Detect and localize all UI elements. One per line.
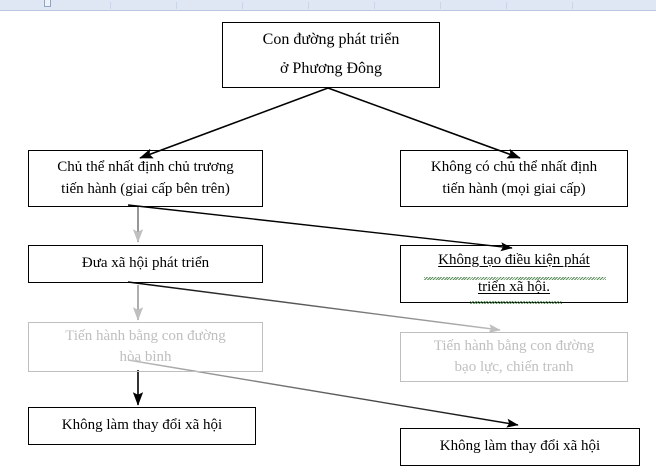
spellcheck-underline	[470, 301, 562, 304]
node-right-2-line-1: Không tạo điều kiện phát	[438, 251, 590, 268]
node-root[interactable]: Con đường phát triển ở Phương Đông	[222, 22, 440, 88]
edge-left-2-to-right-3	[127, 281, 501, 334]
node-right-4[interactable]: Không làm thay đổi xã hội	[400, 428, 640, 466]
node-root-line-1: Con đường phát triển	[262, 31, 400, 49]
node-right-4-line-1: Không làm thay đổi xã hội	[439, 438, 601, 455]
ruler-tick	[176, 2, 177, 9]
ruler-tick	[242, 2, 243, 9]
node-left-3[interactable]: Tiến hành bằng con đường hòa bình	[28, 322, 263, 372]
node-left-2-line-1: Đưa xã hội phát triển	[81, 255, 210, 272]
node-left-4-line-1: Không làm thay đổi xã hội	[61, 417, 223, 434]
node-left-1-line-2: tiến hành (giai cấp bên trên)	[61, 180, 230, 197]
ruler-tick	[572, 2, 573, 9]
ruler-tick	[440, 2, 441, 9]
ruler-tick	[308, 2, 309, 9]
edge-left-3-to-right-4	[127, 359, 519, 428]
node-left-2[interactable]: Đưa xã hội phát triển	[28, 245, 263, 283]
ruler-tick	[506, 2, 507, 9]
node-right-1-line-1: Không có chủ thể nhất định	[430, 159, 598, 176]
node-right-2[interactable]: Không tạo điều kiện phát triển xã hội.	[400, 245, 628, 303]
node-root-line-2: ở Phương Đông	[279, 60, 383, 77]
ruler-tick	[110, 2, 111, 9]
node-left-1-line-1: Chủ thể nhất định chủ trương	[57, 159, 234, 176]
document-ruler[interactable]	[0, 0, 656, 11]
ruler-tabstop[interactable]	[44, 0, 51, 7]
node-right-1[interactable]: Không có chủ thể nhất định tiến hành (mọ…	[400, 150, 628, 207]
node-right-3-line-1: Tiến hành bằng con đường	[433, 337, 595, 354]
node-left-3-line-1: Tiến hành bằng con đường	[65, 327, 226, 344]
node-right-3[interactable]: Tiến hành bằng con đường bạo lực, chiến …	[400, 332, 628, 382]
ruler-tick	[374, 2, 375, 9]
edge-root-to-left-1	[139, 87, 329, 159]
node-left-3-line-2: hòa bình	[119, 349, 172, 365]
edge-root-to-right-1	[327, 87, 521, 159]
node-left-1[interactable]: Chủ thể nhất định chủ trương tiến hành (…	[28, 150, 263, 207]
node-right-1-line-2: tiến hành (mọi giai cấp)	[442, 180, 586, 197]
node-right-3-line-2: bạo lực, chiến tranh	[454, 359, 574, 375]
edge-left-1-to-right-2	[127, 204, 513, 252]
node-right-2-line-2: triển xã hội.	[477, 279, 551, 295]
spellcheck-underline	[424, 277, 606, 280]
node-left-4[interactable]: Không làm thay đổi xã hội	[28, 407, 256, 445]
